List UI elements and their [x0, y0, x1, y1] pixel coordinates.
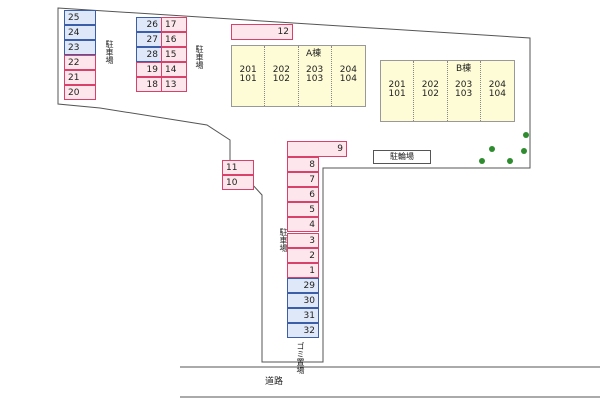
- parking-label-main: 駐車場: [279, 228, 288, 252]
- unit-number-top: 204: [488, 80, 506, 90]
- unit-number-bottom: 103: [306, 74, 324, 84]
- tree-icon: [479, 158, 485, 164]
- parking-slot-6: 6: [287, 187, 319, 203]
- parking-slot-20: 20: [64, 85, 96, 100]
- unit-number-top: 203: [455, 80, 473, 90]
- bike-parking: 駐輪場: [373, 150, 431, 164]
- parking-slot-24: 24: [64, 25, 96, 40]
- unit-number-bottom: 102: [421, 89, 439, 99]
- parking-slot-5: 5: [287, 202, 319, 218]
- parking-slot-17: 17: [161, 17, 187, 32]
- parking-slot-23: 23: [64, 40, 96, 55]
- building-a-name: A棟: [306, 49, 322, 59]
- parking-slot-19: 19: [136, 62, 162, 77]
- parking-slot-29: 29: [287, 277, 319, 293]
- tree-icon: [521, 148, 527, 154]
- parking-slot-9: 9: [287, 141, 347, 157]
- unit-number-top: 202: [421, 80, 439, 90]
- unit-number-top: 204: [339, 65, 357, 75]
- parking-slot-30: 30: [287, 292, 319, 308]
- parking-slot-15: 15: [161, 47, 187, 62]
- parking-label-left: 駐車場: [105, 40, 114, 64]
- unit-number-bottom: 103: [455, 89, 473, 99]
- unit-number-top: 201: [239, 65, 257, 75]
- unit-number-bottom: 101: [388, 89, 406, 99]
- parking-label-middle: 駐車場: [195, 45, 204, 69]
- unit-number-top: 202: [272, 65, 290, 75]
- unit-number-bottom: 104: [339, 74, 357, 84]
- parking-slot-28: 28: [136, 47, 162, 62]
- parking-slot-14: 14: [161, 62, 187, 77]
- unit-number-top: 203: [306, 65, 324, 75]
- parking-slot-27: 27: [136, 32, 162, 47]
- parking-slot-18: 18: [136, 77, 162, 92]
- tree-icon: [507, 158, 513, 164]
- trash-area: ゴミ置場: [296, 342, 305, 374]
- parking-slot-1: 1: [287, 262, 319, 278]
- parking-slot-13: 13: [161, 77, 187, 92]
- parking-slot-7: 7: [287, 172, 319, 188]
- unit-number-bottom: 104: [488, 89, 506, 99]
- tree-icon: [523, 132, 529, 138]
- parking-slot-32: 32: [287, 323, 319, 339]
- parking-slot-3: 3: [287, 232, 319, 248]
- unit-number-bottom: 101: [239, 74, 257, 84]
- unit-number-top: 201: [388, 80, 406, 90]
- parking-slot-31: 31: [287, 308, 319, 323]
- road-label: 道路: [265, 377, 284, 387]
- parking-slot-21: 21: [64, 70, 96, 85]
- parking-slot-10: 10: [222, 175, 254, 190]
- parking-slot-26: 26: [136, 17, 162, 32]
- parking-slot-2: 2: [287, 247, 319, 263]
- parking-slot-22: 22: [64, 55, 96, 70]
- parking-slot-25: 25: [64, 10, 96, 25]
- parking-slot-12: 12: [231, 24, 293, 40]
- building-b-name: B棟: [456, 64, 472, 74]
- parking-slot-8: 8: [287, 157, 319, 172]
- parking-slot-11: 11: [222, 160, 254, 175]
- unit-number-bottom: 102: [272, 74, 290, 84]
- parking-slot-4: 4: [287, 217, 319, 233]
- tree-icon: [489, 146, 495, 152]
- parking-slot-16: 16: [161, 32, 187, 47]
